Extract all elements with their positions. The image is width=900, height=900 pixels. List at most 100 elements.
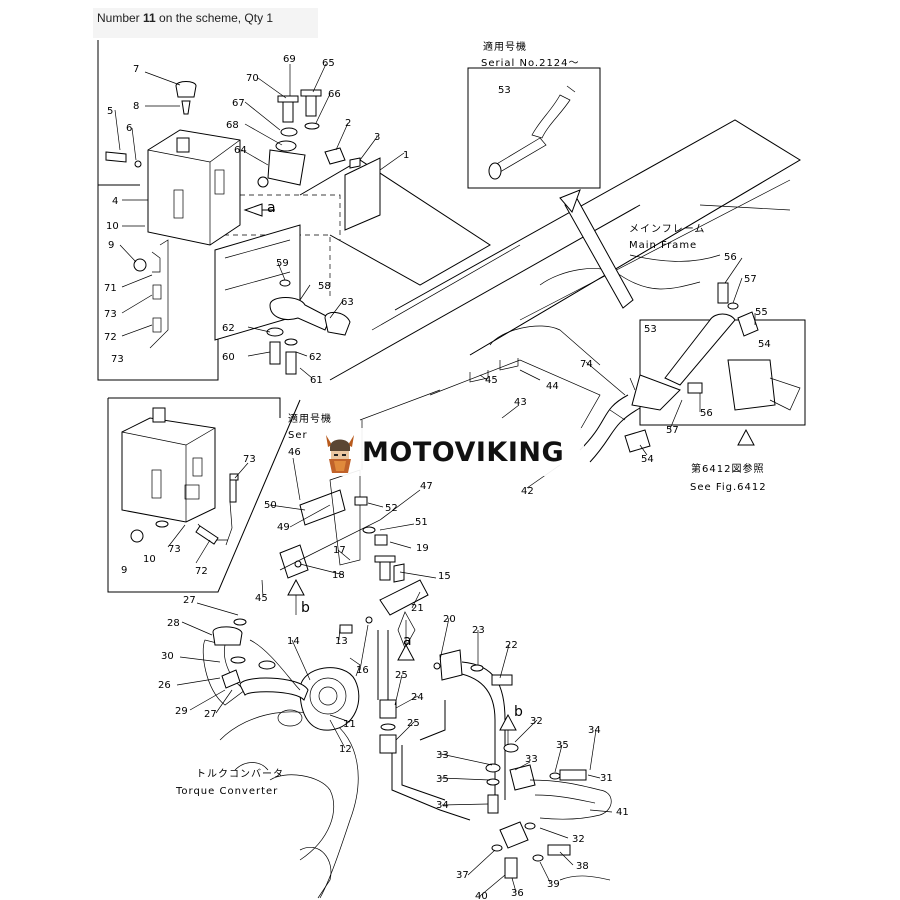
inset-label-jp: 適用号機 bbox=[288, 412, 332, 425]
part-callout-24: 24 bbox=[411, 692, 424, 703]
part-callout-26: 26 bbox=[158, 680, 171, 691]
part-callout-4: 4 bbox=[112, 196, 118, 207]
part-callout-42: 42 bbox=[521, 486, 534, 497]
part-callout-57: 57 bbox=[666, 425, 679, 436]
part-callout-6: 6 bbox=[126, 123, 132, 134]
part-callout-32: 32 bbox=[572, 834, 585, 845]
part-callout-35: 35 bbox=[556, 740, 569, 751]
part-caption: Number 11 on the scheme, Qty 1 bbox=[97, 11, 274, 25]
part-callout-13: 13 bbox=[335, 636, 348, 647]
part-callout-72: 72 bbox=[195, 566, 208, 577]
part-callout-62: 62 bbox=[309, 352, 322, 363]
part-callout-49: 49 bbox=[277, 522, 290, 533]
part-callout-41: 41 bbox=[616, 807, 629, 818]
part-callout-73: 73 bbox=[104, 309, 117, 320]
watermark: MOTOVIKING bbox=[318, 428, 584, 476]
part-callout-33: 33 bbox=[525, 754, 538, 765]
part-callout-56: 56 bbox=[700, 408, 713, 419]
part-callout-43: 43 bbox=[514, 397, 527, 408]
part-callout-11: 11 bbox=[343, 719, 356, 730]
part-callout-27: 27 bbox=[204, 709, 217, 720]
part-callout-68: 68 bbox=[226, 120, 239, 131]
part-callout-8: 8 bbox=[133, 101, 139, 112]
serial-detail-box bbox=[467, 67, 601, 189]
tank-bracket bbox=[214, 89, 381, 375]
part-callout-37: 37 bbox=[456, 870, 469, 881]
fig-6412-box bbox=[629, 282, 806, 446]
part-callout-23: 23 bbox=[472, 625, 485, 636]
part-callout-39: 39 bbox=[547, 879, 560, 890]
part-callout-45: 45 bbox=[485, 375, 498, 386]
part-callout-19: 19 bbox=[416, 543, 429, 554]
part-callout-53: 53 bbox=[644, 324, 657, 335]
serial-label-en: Serial No.2124〜 bbox=[481, 58, 580, 69]
part-callout-7: 7 bbox=[133, 64, 139, 75]
arrow-a-label-upper: a bbox=[267, 200, 276, 216]
part-callout-3: 3 bbox=[374, 132, 380, 143]
part-callout-50: 50 bbox=[264, 500, 277, 511]
part-callout-53: 53 bbox=[498, 85, 511, 96]
torque-converter bbox=[202, 618, 360, 899]
part-callout-67: 67 bbox=[232, 98, 245, 109]
part-callout-15: 15 bbox=[438, 571, 451, 582]
leader-lines bbox=[114, 63, 756, 897]
viking-head-icon bbox=[326, 435, 354, 473]
part-callout-47: 47 bbox=[420, 481, 433, 492]
part-callout-2: 2 bbox=[345, 118, 351, 129]
pipe-run bbox=[339, 579, 513, 821]
part-callout-18: 18 bbox=[332, 570, 345, 581]
part-callout-40: 40 bbox=[475, 891, 488, 900]
suction-pipe bbox=[579, 394, 651, 463]
part-callout-74: 74 bbox=[580, 359, 593, 370]
part-callout-54: 54 bbox=[641, 454, 654, 465]
part-callout-12: 12 bbox=[339, 744, 352, 755]
part-callout-9: 9 bbox=[108, 240, 114, 251]
part-callout-25: 25 bbox=[407, 718, 420, 729]
part-callout-9: 9 bbox=[121, 565, 127, 576]
part-callout-54: 54 bbox=[758, 339, 771, 350]
caption-box bbox=[93, 8, 318, 38]
lower-fittings bbox=[397, 620, 612, 881]
part-callout-22: 22 bbox=[505, 640, 518, 651]
arrow-a-upper bbox=[243, 203, 275, 217]
part-callout-25: 25 bbox=[395, 670, 408, 681]
hydraulic-tank bbox=[105, 81, 241, 349]
torque-converter-label-jp: トルクコンバータ bbox=[196, 768, 284, 780]
part-callout-73: 73 bbox=[111, 354, 124, 365]
part-callout-59: 59 bbox=[276, 258, 289, 269]
drawing-labels: 適用号機 Serial No.2124〜 メインフレーム Main Frame … bbox=[175, 40, 766, 797]
central-bracket-assembly bbox=[279, 420, 421, 615]
part-callout-35: 35 bbox=[436, 774, 449, 785]
part-callout-63: 63 bbox=[341, 297, 354, 308]
part-callout-34: 34 bbox=[588, 725, 601, 736]
part-callout-55: 55 bbox=[755, 307, 768, 318]
arrow-b-label-left: b bbox=[301, 600, 310, 616]
part-callout-16: 16 bbox=[356, 665, 369, 676]
part-callout-27: 27 bbox=[183, 595, 196, 606]
part-callout-34: 34 bbox=[436, 800, 449, 811]
arrow-b-label-right: b bbox=[514, 704, 523, 720]
part-callout-33: 33 bbox=[436, 750, 449, 761]
part-number: 11 bbox=[143, 11, 156, 25]
part-callout-73: 73 bbox=[168, 544, 181, 555]
watermark-brand: MOTOVIKING bbox=[362, 436, 565, 468]
part-callout-58: 58 bbox=[318, 281, 331, 292]
inset-label-en: Ser bbox=[288, 430, 308, 441]
part-callout-5: 5 bbox=[107, 106, 113, 117]
part-callout-21: 21 bbox=[411, 603, 424, 614]
main-frame-label-en: Main Frame bbox=[629, 240, 697, 251]
tank-assembly-frame bbox=[97, 40, 521, 381]
inset-box bbox=[107, 397, 301, 593]
main-frame-label-jp: メインフレーム bbox=[629, 223, 705, 235]
part-callout-61: 61 bbox=[310, 375, 323, 386]
part-callout-73: 73 bbox=[243, 454, 256, 465]
part-callout-46: 46 bbox=[288, 447, 301, 458]
part-callout-30: 30 bbox=[161, 651, 174, 662]
part-callout-17: 17 bbox=[333, 545, 346, 556]
part-callout-71: 71 bbox=[104, 283, 117, 294]
part-callout-14: 14 bbox=[287, 636, 300, 647]
part-callout-70: 70 bbox=[246, 73, 259, 84]
